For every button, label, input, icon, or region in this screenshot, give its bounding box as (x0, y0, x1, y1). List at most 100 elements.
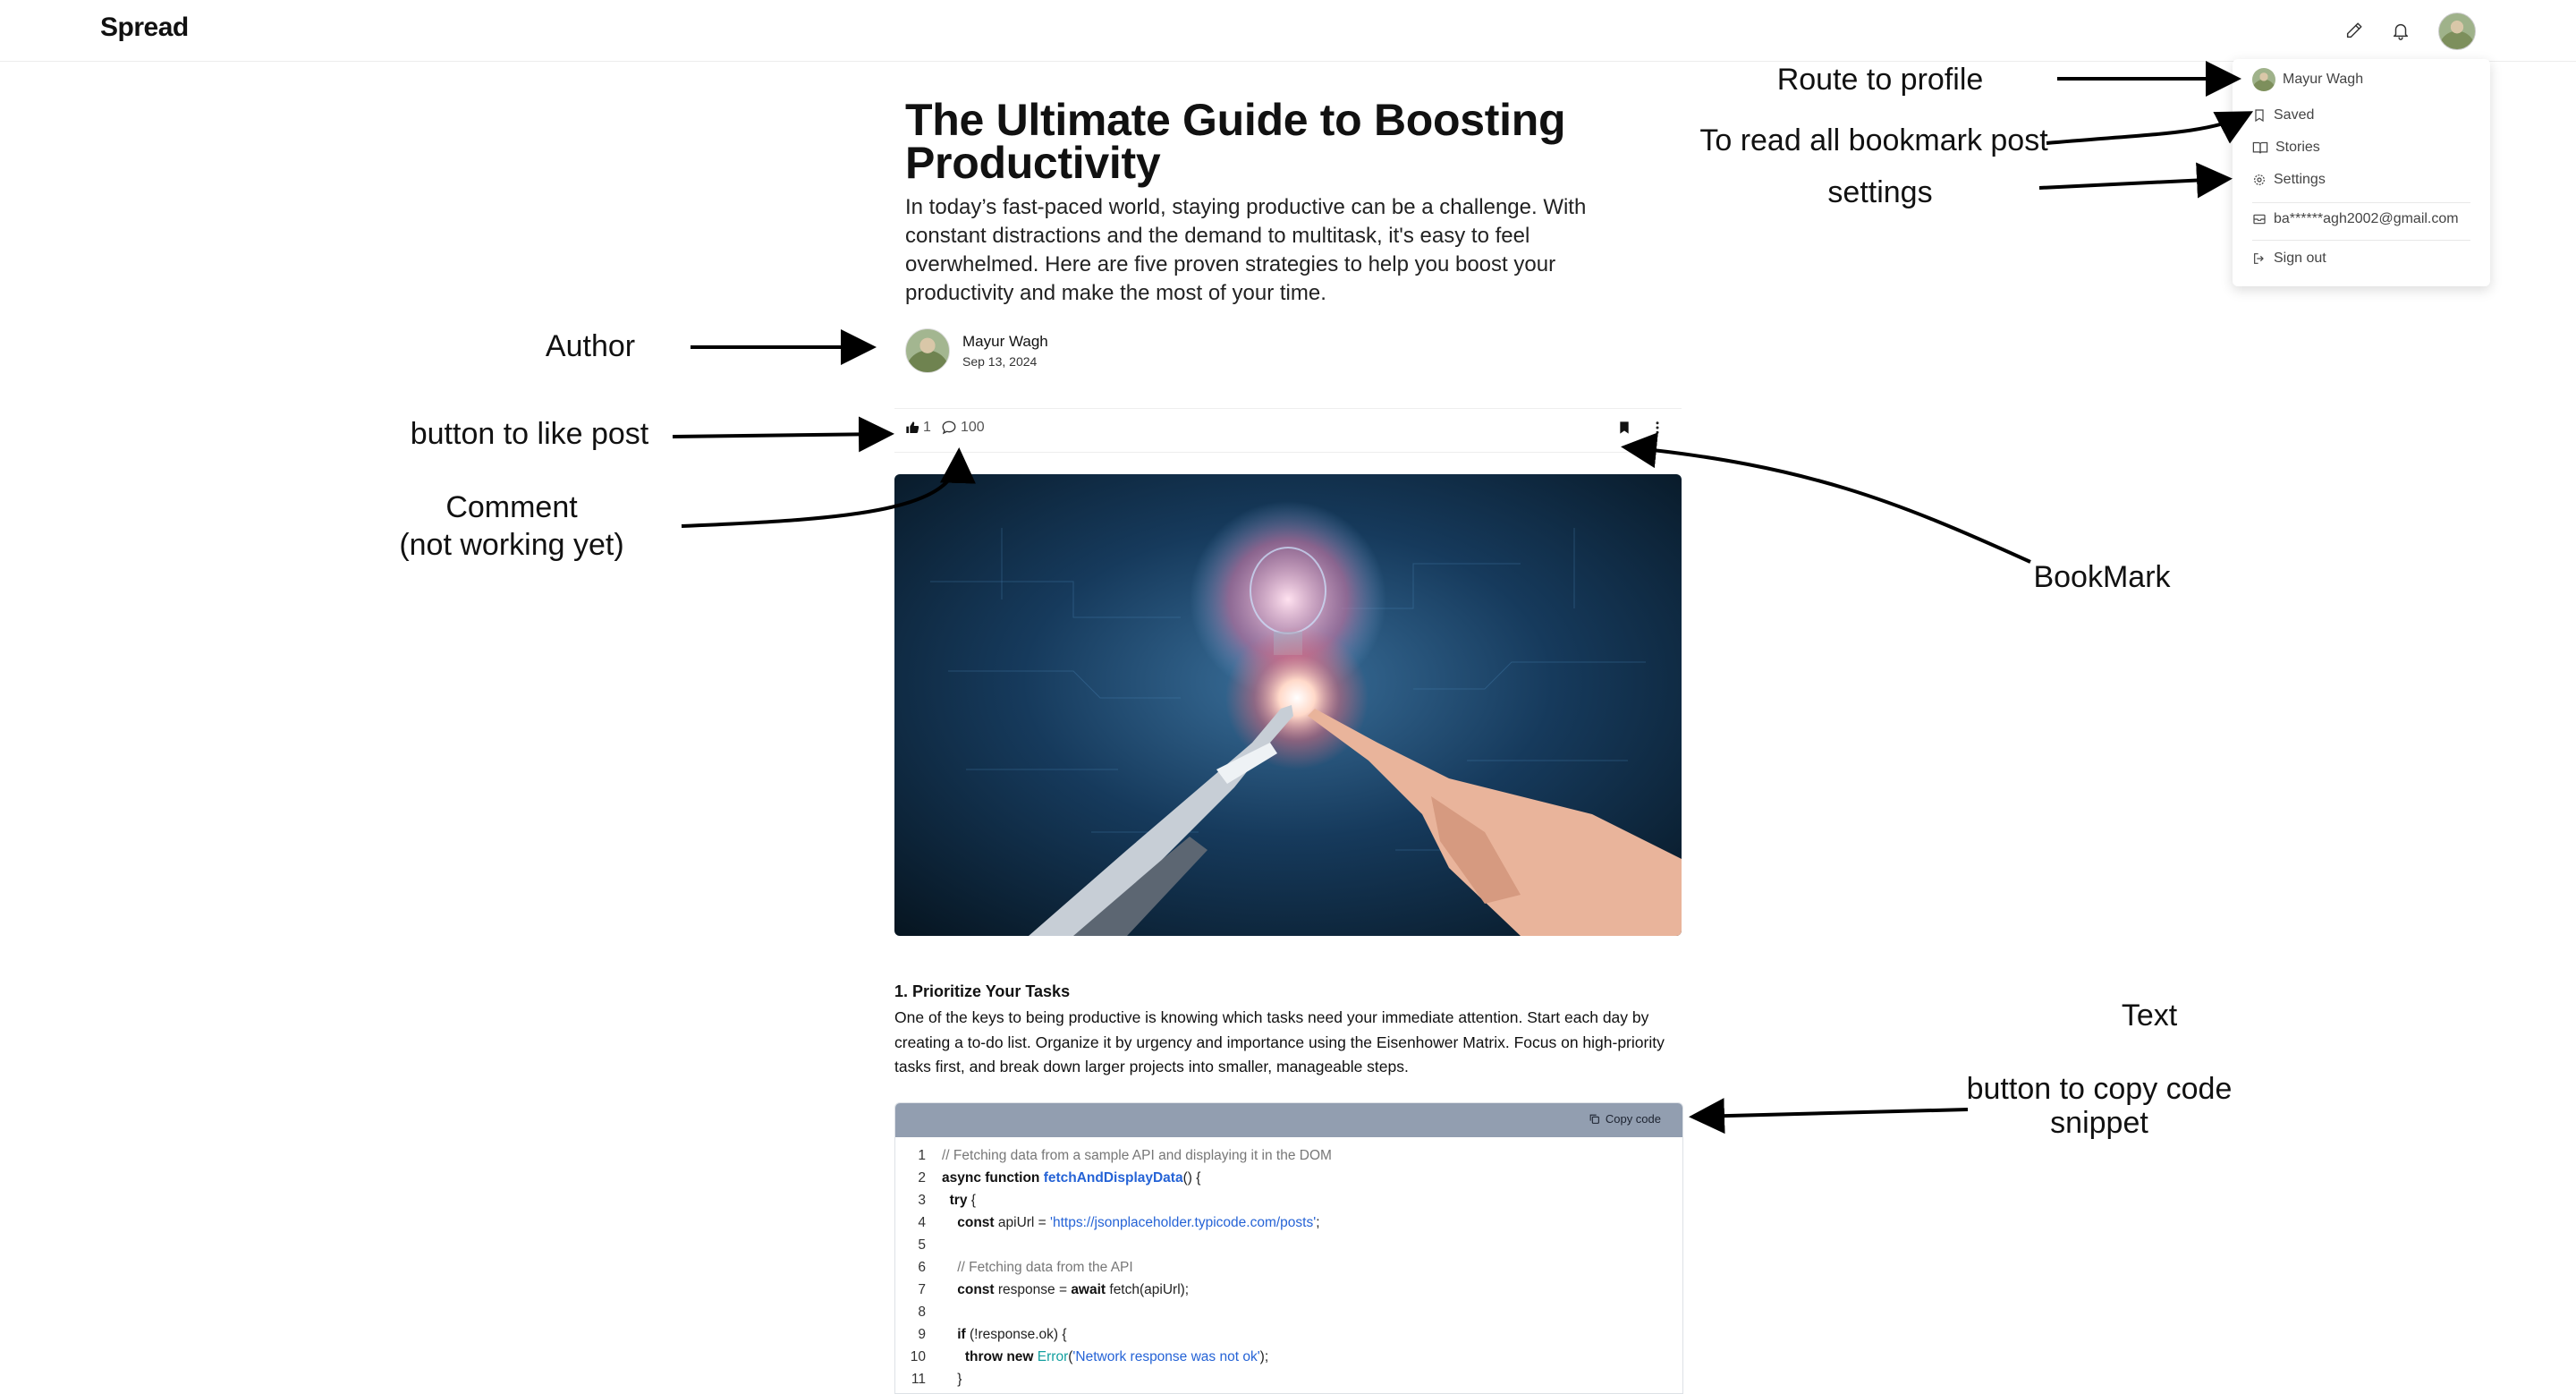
code-token: try (949, 1193, 968, 1208)
annotation-bookmark: BookMark (2033, 560, 2171, 594)
bookmark-outline-icon (2255, 109, 2264, 123)
dropdown-stories-link[interactable]: Stories (2252, 140, 2320, 156)
annotation-text: Text (2121, 999, 2178, 1033)
arrow-copy-code (1689, 1098, 1969, 1135)
code-line: 4 const apiUrl = 'https://jsonplaceholde… (895, 1211, 1332, 1234)
more-options-button[interactable] (1655, 420, 1660, 436)
section-heading: 1. Prioritize Your Tasks (894, 982, 1071, 1000)
like-button[interactable]: 1 (905, 420, 931, 436)
dropdown-saved-link[interactable]: Saved (2252, 107, 2314, 123)
annotation-like: button to like post (410, 417, 649, 451)
dropdown-stories-label: Stories (2275, 140, 2320, 155)
arrow-saved (2046, 111, 2254, 145)
author-name[interactable]: Mayur Wagh (962, 333, 1048, 350)
pencil-icon[interactable] (2338, 14, 2370, 47)
line-number: 10 (910, 1349, 926, 1364)
code-token: ; (1316, 1215, 1320, 1230)
annotation-author: Author (545, 329, 636, 363)
author-avatar[interactable] (905, 328, 950, 373)
annotation-settings: settings (1827, 175, 1933, 209)
annotation-comment-line1: Comment (445, 490, 578, 524)
code-line: 10 throw new Error('Network response was… (895, 1346, 1332, 1368)
top-navbar: Spread (0, 0, 2576, 62)
article-title: The Ultimate Guide to Boosting Productiv… (905, 95, 1566, 188)
code-token: 'https://jsonplaceholder.typicode.com/po… (1050, 1215, 1317, 1230)
dropdown-email-text: ba******agh2002@gmail.com (2274, 211, 2459, 226)
dropdown-settings-link[interactable]: Settings (2252, 172, 2326, 188)
code-token: () { (1182, 1170, 1201, 1186)
dropdown-signout-label: Sign out (2274, 251, 2326, 266)
book-open-icon (2252, 141, 2268, 154)
dropdown-saved-label: Saved (2274, 107, 2315, 123)
dropdown-profile-link[interactable]: Mayur Wagh (2252, 68, 2363, 91)
code-token: ( (1068, 1349, 1073, 1364)
code-token: 'Network response was not ok' (1072, 1349, 1260, 1364)
code-line: 1 // Fetching data from a sample API and … (895, 1144, 1332, 1167)
code-line: 5 (895, 1234, 1332, 1256)
code-token (942, 1189, 950, 1211)
brand-logo[interactable]: Spread (100, 13, 189, 42)
line-number: 3 (918, 1193, 926, 1208)
code-token: fetchAndDisplayData (1043, 1170, 1183, 1186)
code-token: throw new (964, 1349, 1038, 1364)
line-number: 7 (918, 1282, 926, 1297)
divider (2252, 202, 2470, 203)
annotation-comment: Comment (not working yet) (340, 489, 683, 564)
dropdown-signout-button[interactable]: Sign out (2252, 251, 2326, 267)
thumbs-up-icon (906, 421, 919, 433)
user-dropdown-menu: Mayur Wagh Saved Stories Settings ba****… (2233, 59, 2490, 286)
code-token: response = (994, 1282, 1072, 1297)
code-token: // Fetching data from a sample API and d… (942, 1148, 1332, 1163)
code-token: Error (1037, 1349, 1069, 1364)
line-number: 8 (918, 1305, 926, 1320)
avatar (2252, 68, 2275, 91)
code-token (942, 1323, 957, 1346)
annotation-copy-line2: snippet (2050, 1106, 2148, 1140)
line-number: 9 (918, 1327, 926, 1342)
code-line: 11 } (895, 1368, 1332, 1390)
arrow-settings (2038, 162, 2233, 199)
post-action-bar: 1 100 (894, 408, 1682, 453)
comment-button[interactable]: 100 (941, 420, 985, 436)
annotation-read-bookmarks: To read all bookmark post (1699, 123, 2048, 157)
code-line: 3 try { (895, 1189, 1332, 1211)
dropdown-profile-name: Mayur Wagh (2283, 72, 2364, 87)
annotation-copy-line1: button to copy code (1966, 1072, 2233, 1106)
copy-code-button[interactable]: Copy code (1589, 1112, 1661, 1126)
code-token: // Fetching data from the API (957, 1260, 1133, 1275)
code-token: { (967, 1193, 976, 1208)
code-line: 9 if (!response.ok) { (895, 1323, 1332, 1346)
comment-count: 100 (961, 420, 985, 435)
code-token (942, 1256, 957, 1279)
code-token (942, 1346, 965, 1368)
arrow-like (672, 416, 894, 453)
bookmark-button[interactable] (1617, 420, 1631, 436)
code-line: 8 (895, 1301, 1332, 1323)
like-count: 1 (923, 420, 931, 435)
mail-icon (2253, 214, 2266, 225)
code-token: if (957, 1327, 966, 1342)
bell-icon[interactable] (2385, 14, 2417, 47)
divider (2252, 240, 2470, 241)
code-snippet: Copy code 1 // Fetching data from a sampl… (894, 1102, 1683, 1394)
code-token (942, 1279, 957, 1301)
more-vertical-icon (1656, 421, 1659, 434)
code-token: apiUrl = (994, 1215, 1051, 1230)
gear-icon (2254, 174, 2265, 185)
user-avatar-button[interactable] (2438, 13, 2476, 50)
line-number: 4 (918, 1215, 926, 1230)
code-token: const (957, 1282, 995, 1297)
annotation-copy-code: button to copy code snippet (1932, 1072, 2267, 1140)
copy-code-label: Copy code (1605, 1112, 1661, 1126)
code-token: const (957, 1215, 995, 1230)
line-number: 11 (911, 1372, 926, 1387)
line-number: 1 (918, 1148, 926, 1163)
code-lines: 1 // Fetching data from a sample API and … (895, 1144, 1332, 1390)
code-token (942, 1211, 957, 1234)
sign-out-icon (2254, 253, 2264, 264)
hero-image (894, 474, 1682, 936)
article-lede: In today’s fast-paced world, staying pro… (905, 195, 1587, 305)
copy-icon (1589, 1114, 1599, 1124)
annotation-comment-line2: (not working yet) (399, 528, 624, 562)
